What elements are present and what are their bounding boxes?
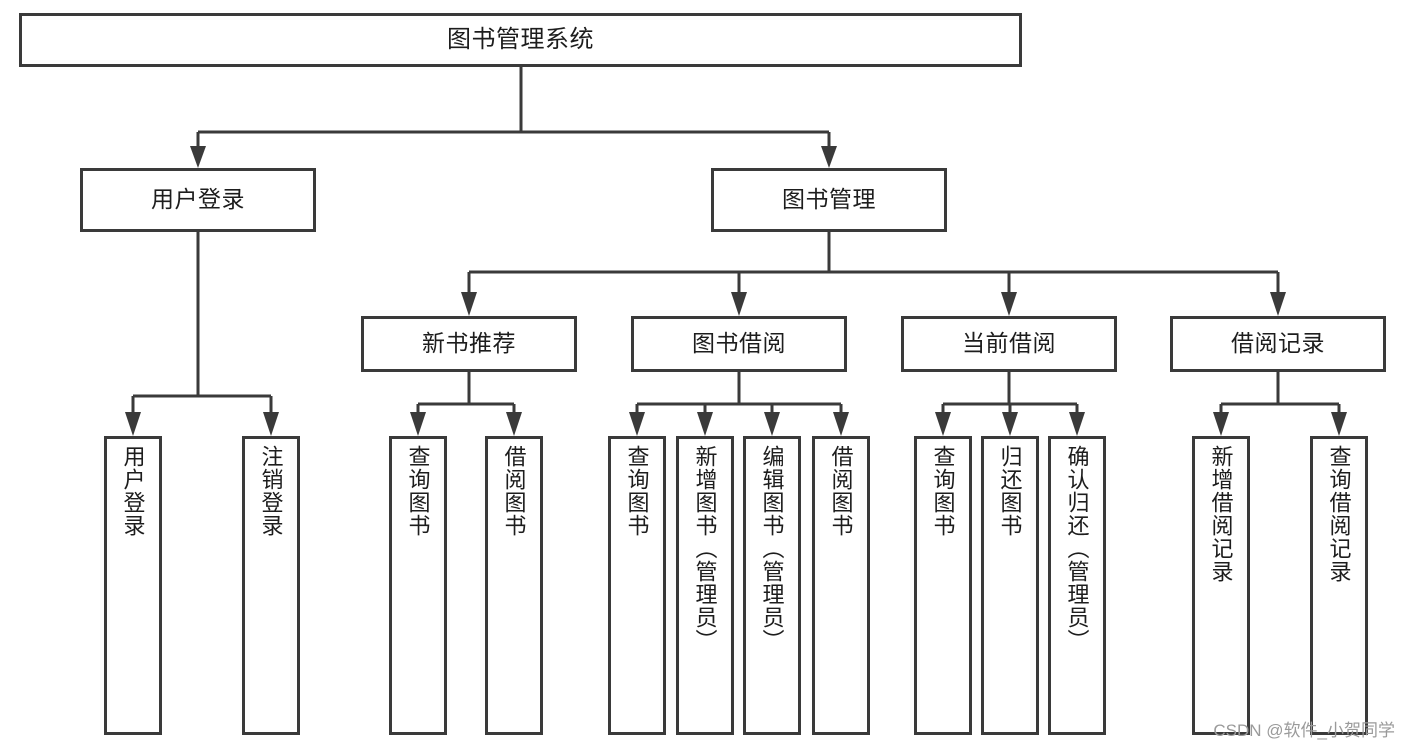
arrowhead-current-borrow-l2 [1002, 412, 1018, 436]
arrowhead-book-borrow-l2 [697, 412, 713, 436]
leaf-book-borrow-borrow[interactable]: 借阅图书 [812, 436, 870, 735]
leaf-borrow-record-query[interactable]: 查询借阅记录 [1310, 436, 1368, 735]
arrowhead-current-borrow-l3 [1069, 412, 1085, 436]
leaf-book-borrow-add[interactable]: 新增图书（管理员） [676, 436, 734, 735]
arrowhead-new-book-l1 [410, 412, 426, 436]
leaf-new-book-query[interactable]: 查询图书 [389, 436, 447, 735]
leaf-borrow-record-add-label: 新增借阅记录 [1208, 445, 1234, 583]
leaf-book-borrow-edit-label: 编辑图书（管理员） [759, 445, 785, 652]
node-new-book-recommend[interactable]: 新书推荐 [361, 316, 577, 372]
arrowhead-current-borrow [1001, 292, 1017, 316]
leaf-current-borrow-return[interactable]: 归还图书 [981, 436, 1039, 735]
arrowhead-book-borrow-l4 [833, 412, 849, 436]
leaf-book-borrow-edit[interactable]: 编辑图书（管理员） [743, 436, 801, 735]
node-user-login[interactable]: 用户登录 [80, 168, 316, 232]
arrowhead-new-book-l2 [506, 412, 522, 436]
arrowhead-borrow-record-l2 [1331, 412, 1347, 436]
node-root[interactable]: 图书管理系统 [19, 13, 1022, 67]
node-book-borrow-label: 图书借阅 [692, 330, 786, 357]
arrowhead-book-borrow-l1 [629, 412, 645, 436]
leaf-new-book-query-label: 查询图书 [405, 445, 431, 537]
node-book-borrow[interactable]: 图书借阅 [631, 316, 847, 372]
arrowhead-user-login-leaf2 [263, 412, 279, 436]
leaf-current-borrow-confirm[interactable]: 确认归还（管理员） [1048, 436, 1106, 735]
leaf-book-borrow-borrow-label: 借阅图书 [828, 445, 854, 537]
leaf-book-borrow-query-label: 查询图书 [624, 445, 650, 537]
node-user-login-label: 用户登录 [151, 186, 245, 213]
leaf-user-login-logout[interactable]: 注销登录 [242, 436, 300, 735]
node-borrow-record-label: 借阅记录 [1231, 330, 1325, 357]
node-borrow-record[interactable]: 借阅记录 [1170, 316, 1386, 372]
leaf-book-borrow-query[interactable]: 查询图书 [608, 436, 666, 735]
arrowhead-book-borrow-l3 [764, 412, 780, 436]
leaf-current-borrow-return-label: 归还图书 [997, 445, 1023, 537]
leaf-current-borrow-query[interactable]: 查询图书 [914, 436, 972, 735]
node-book-manage[interactable]: 图书管理 [711, 168, 947, 232]
arrowhead-current-borrow-l1 [935, 412, 951, 436]
node-current-borrow[interactable]: 当前借阅 [901, 316, 1117, 372]
arrowhead-book-manage [821, 146, 837, 168]
leaf-user-login-login-label: 用户登录 [120, 445, 146, 537]
arrowhead-book-borrow [731, 292, 747, 316]
node-current-borrow-label: 当前借阅 [962, 330, 1056, 357]
leaf-borrow-record-add[interactable]: 新增借阅记录 [1192, 436, 1250, 735]
leaf-new-book-borrow[interactable]: 借阅图书 [485, 436, 543, 735]
node-root-label: 图书管理系统 [447, 25, 594, 53]
leaf-book-borrow-add-label: 新增图书（管理员） [692, 445, 718, 652]
watermark: CSDN @软件_小贺同学 [1213, 721, 1395, 740]
leaf-new-book-borrow-label: 借阅图书 [501, 445, 527, 537]
node-new-book-recommend-label: 新书推荐 [422, 330, 516, 357]
leaf-current-borrow-confirm-label: 确认归还（管理员） [1064, 445, 1090, 652]
arrowhead-user-login-leaf1 [125, 412, 141, 436]
leaf-user-login-logout-label: 注销登录 [258, 445, 284, 537]
arrowhead-user-login [190, 146, 206, 168]
arrowhead-borrow-record [1270, 292, 1286, 316]
node-book-manage-label: 图书管理 [782, 186, 876, 213]
arrowhead-new-book [461, 292, 477, 316]
arrowhead-borrow-record-l1 [1213, 412, 1229, 436]
leaf-current-borrow-query-label: 查询图书 [930, 445, 956, 537]
leaf-user-login-login[interactable]: 用户登录 [104, 436, 162, 735]
leaf-borrow-record-query-label: 查询借阅记录 [1326, 445, 1352, 583]
